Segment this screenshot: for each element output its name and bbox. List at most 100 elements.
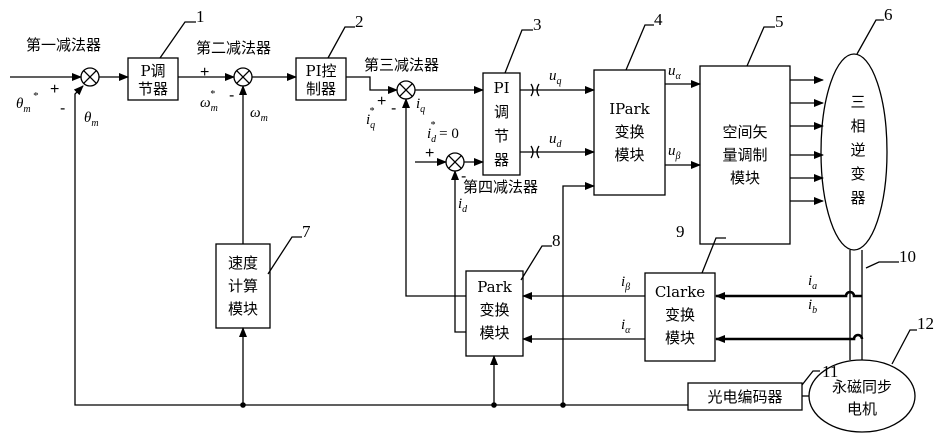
callout-9: 9 (676, 222, 685, 241)
callout-11: 11 (822, 362, 838, 381)
svg-text:ib: ib (808, 297, 817, 316)
svg-text:+: + (200, 64, 209, 81)
svg-text:ud: ud (549, 131, 563, 150)
svg-text:调: 调 (494, 103, 509, 121)
svg-text:量调制: 量调制 (722, 146, 767, 164)
svg-text:模块: 模块 (730, 169, 760, 187)
summing-junction-3 (397, 81, 415, 99)
signal-id: id (458, 196, 468, 215)
svg-text:PI控: PI控 (305, 62, 336, 80)
signal-ubeta: uβ (668, 143, 681, 162)
svg-text:模块: 模块 (665, 329, 695, 347)
svg-text:模块: 模块 (479, 324, 509, 342)
summing-junction-1 (81, 68, 99, 86)
current-sense-lines (716, 250, 862, 360)
svg-text:uq: uq (549, 68, 562, 87)
svg-text:-: - (229, 87, 234, 104)
signal-ia: ia (808, 273, 817, 292)
svg-text:uα: uα (668, 63, 682, 82)
svg-text:θm: θm (84, 110, 99, 129)
svg-text:变换: 变换 (479, 301, 509, 319)
svg-text:IPark: IPark (609, 100, 650, 118)
svg-text:+: + (377, 93, 386, 110)
svg-text:ωm*: ωm* (200, 89, 218, 114)
svg-text:id*= 0: id*= 0 (427, 120, 459, 145)
svg-text:逆: 逆 (850, 141, 865, 159)
svg-text:P调: P调 (140, 62, 165, 80)
callouts: 1 2 3 4 5 6 7 8 9 10 11 12 (160, 5, 934, 385)
svg-text:三: 三 (850, 93, 865, 111)
callout-8: 8 (552, 231, 561, 250)
svg-text:模块: 模块 (228, 300, 258, 318)
callout-1: 1 (196, 7, 205, 26)
svg-text:iβ: iβ (621, 274, 630, 293)
svg-text:ia: ia (808, 273, 817, 292)
signal-omega-ref: ωm* (200, 89, 218, 114)
svg-text:永磁同步: 永磁同步 (832, 378, 892, 396)
callout-3: 3 (533, 15, 542, 34)
callout-7: 7 (302, 222, 311, 241)
callout-4: 4 (654, 10, 663, 29)
callout-12: 12 (917, 314, 934, 333)
signal-theta-ref: θm* (16, 90, 39, 115)
signal-iq-ref: iq* (366, 106, 375, 131)
svg-text:Park: Park (477, 278, 513, 296)
signal-omega-fb: ωm (250, 105, 268, 124)
subtractor-4-label: 第四减法器 (463, 178, 538, 196)
subtractor-2-label: 第二减法器 (196, 39, 271, 57)
encoder-block: 光电编码器 (688, 383, 802, 410)
clarke-transform-block: Clarke 变换 模块 (645, 273, 715, 361)
svg-text:+: + (50, 81, 59, 98)
signal-theta-fb: θm (84, 110, 99, 129)
svg-text:id: id (458, 196, 468, 215)
svg-text:光电编码器: 光电编码器 (707, 388, 782, 406)
svg-text:节器: 节器 (138, 80, 168, 98)
callout-5: 5 (775, 12, 784, 31)
signal-ibeta: iβ (621, 274, 630, 293)
callout-6: 6 (884, 5, 893, 24)
ipark-transform-block: IPark 变换 模块 (594, 70, 665, 195)
svg-text:变换: 变换 (665, 306, 695, 324)
signal-id-ref: id*= 0 (427, 120, 459, 145)
pi-controller-block: PI控 制器 (296, 58, 346, 100)
svg-text:节: 节 (494, 127, 509, 145)
svm-block: 空间矢 量调制 模块 (700, 66, 790, 244)
svg-text:Clarke: Clarke (655, 283, 705, 301)
svg-text:ωm: ωm (250, 105, 268, 124)
svg-text:计算: 计算 (228, 277, 258, 295)
subtractor-3-label: 第三减法器 (364, 56, 439, 74)
signal-ialpha: iα (621, 317, 631, 336)
svg-text:电机: 电机 (847, 400, 877, 418)
svg-text:器: 器 (494, 151, 509, 169)
signal-ud: ud (549, 131, 563, 150)
signal-ualpha: uα (668, 63, 682, 82)
park-transform-block: Park 变换 模块 (466, 271, 523, 356)
svg-text:空间矢: 空间矢 (722, 123, 767, 141)
svg-text:uβ: uβ (668, 143, 681, 162)
svg-text:变换: 变换 (614, 123, 644, 141)
inverter-block: 三 相 逆 变 器 (821, 54, 887, 250)
svg-text:速度: 速度 (228, 254, 258, 272)
callout-2: 2 (355, 12, 364, 31)
pi-regulator-block: PI 调 节 器 (483, 73, 520, 175)
svg-text:变: 变 (850, 165, 865, 183)
speed-calc-block: 速度 计算 模块 (216, 244, 270, 328)
svg-text:PI: PI (493, 79, 509, 97)
signal-uq: uq (549, 68, 562, 87)
svg-text:制器: 制器 (306, 80, 336, 98)
summing-junction-2 (234, 68, 252, 86)
svg-text:模块: 模块 (614, 146, 644, 164)
svg-text:+: + (425, 145, 434, 162)
svg-text:-: - (461, 168, 466, 185)
signal-ib: ib (808, 297, 817, 316)
p-regulator-block: P调 节器 (128, 58, 178, 100)
svg-text:iq*: iq* (366, 106, 375, 131)
svg-text:iα: iα (621, 317, 631, 336)
svg-text:-: - (391, 100, 396, 117)
callout-10: 10 (899, 247, 916, 266)
signal-iq: iq (416, 96, 425, 115)
svg-text:iq: iq (416, 96, 425, 115)
subtractor-1-label: 第一减法器 (26, 36, 101, 54)
svg-text:θm*: θm* (16, 90, 39, 115)
